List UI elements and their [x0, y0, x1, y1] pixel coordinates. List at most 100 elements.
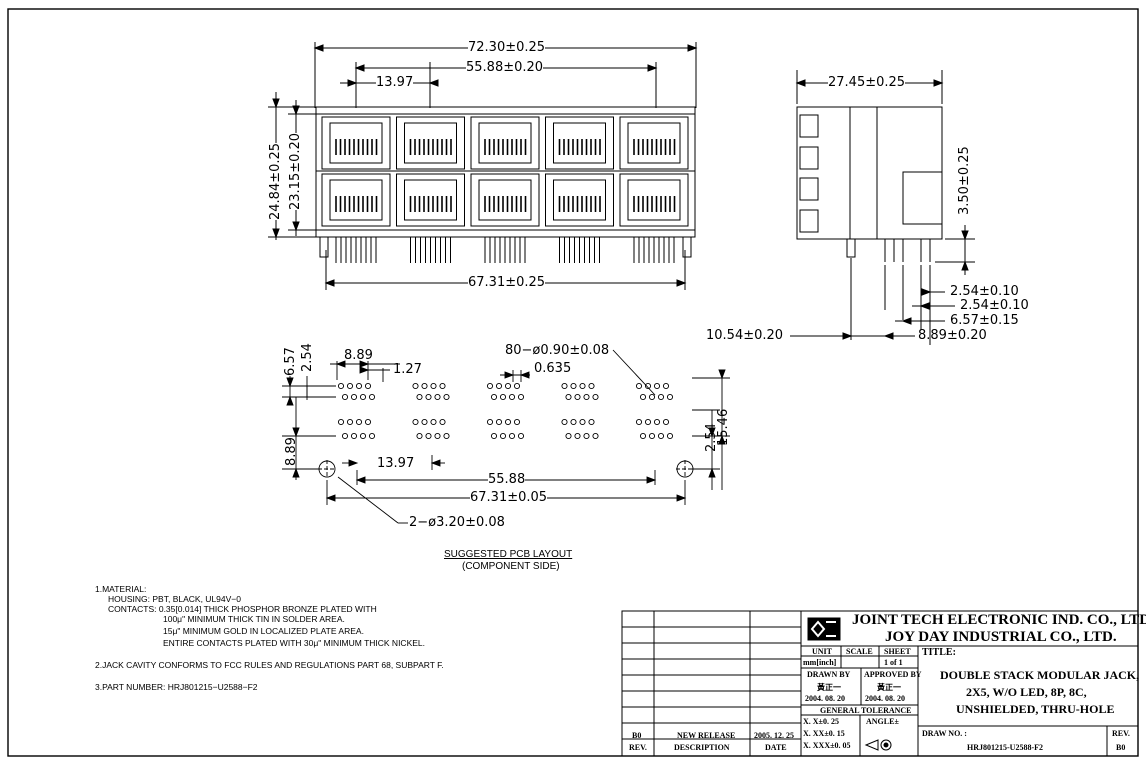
pcb-hole — [490, 432, 498, 440]
pcb-layout-title: SUGGESTED PCB LAYOUT — [444, 549, 573, 560]
pcb-hole — [513, 418, 521, 426]
pcb-hole — [430, 382, 437, 390]
dim-side-d5: 10.54±0.20 — [706, 328, 784, 343]
dim-pitch-span: 55.88±0.20 — [466, 60, 544, 75]
approved-date: 2004. 08. 20 — [865, 694, 905, 703]
pcb-hole — [443, 432, 450, 440]
title-label: TITLE: — [922, 647, 956, 658]
pcb-hole — [561, 382, 568, 390]
rev-code: B0 — [632, 731, 642, 740]
dim-height-body: 23.15±0.20 — [288, 132, 303, 210]
pcb-hole — [635, 418, 643, 426]
pcb-hole — [635, 382, 643, 390]
pcb-dim-1546: 15.46 — [716, 408, 731, 446]
tolerance-3: X. XXX±0. 05 — [803, 741, 851, 750]
pcb-hole — [425, 393, 432, 401]
dim-pin-span: 67.31±0.25 — [468, 275, 546, 290]
jack-cavity — [627, 179, 681, 221]
pcb-hole — [421, 418, 428, 426]
pcb-hole — [430, 418, 437, 426]
pcb-dim-6731: 67.31±0.05 — [470, 490, 548, 505]
pcb-hole — [359, 393, 367, 401]
pcb-hole — [648, 393, 656, 401]
pcb-hole — [517, 393, 525, 401]
dim-port-pitch: 13.97 — [376, 75, 414, 90]
pcb-hole — [412, 418, 419, 426]
pcb-hole — [644, 382, 652, 390]
tolerance-2: X. XX±0. 15 — [803, 729, 845, 738]
front-view — [268, 42, 698, 290]
pcb-hole — [504, 382, 512, 390]
pcb-hole — [355, 382, 363, 390]
pcb-hole — [508, 432, 516, 440]
pcb-hole — [425, 432, 432, 440]
pcb-hole — [368, 432, 376, 440]
pcb-hole — [570, 382, 577, 390]
description-header: DESCRIPTION — [674, 743, 730, 752]
jack-port — [545, 173, 614, 227]
pcb-hole — [364, 418, 372, 426]
dim-side-d2: 2.54±0.10 — [960, 298, 1029, 313]
jack-port — [396, 173, 465, 227]
pcb-hole — [517, 432, 525, 440]
pcb-hole — [565, 432, 572, 440]
pcb-hole — [350, 432, 358, 440]
rev-date: 2005. 12. 25 — [754, 731, 794, 740]
drawn-by-label: DRAWN BY — [807, 670, 851, 679]
jack-port — [470, 116, 540, 170]
mount-post — [682, 236, 692, 258]
rev-description: NEW RELEASE — [677, 731, 736, 740]
title-block — [621, 610, 1139, 757]
pcb-dim-254a: 2.54 — [300, 343, 315, 372]
note-housing: HOUSING: PBT, BLACK, UL94V−0 — [108, 594, 241, 604]
unit-label: UNIT — [812, 647, 833, 656]
jack-cavity — [478, 179, 532, 221]
pcb-hole — [657, 393, 665, 401]
pcb-hole — [653, 382, 661, 390]
note-tin: 100μ" MINIMUM THICK TIN IN SOLDER AREA. — [163, 614, 345, 624]
tolerance-1: X. X±0. 25 — [803, 717, 839, 726]
pcb-holes-label: 80−ø0.90±0.08 — [505, 343, 610, 358]
pcb-hole — [364, 382, 372, 390]
draw-no-label: DRAW NO. : — [922, 729, 967, 738]
pcb-hole — [416, 432, 423, 440]
jack-cavity — [329, 179, 383, 221]
side-view — [790, 70, 975, 345]
pcb-hole — [490, 393, 498, 401]
pcb-hole — [583, 432, 590, 440]
pcb-hole — [337, 418, 345, 426]
pcb-hole — [495, 382, 503, 390]
drawn-by-name: 黃正一 — [817, 683, 841, 692]
pcb-dim-1397: 13.97 — [377, 456, 415, 471]
pcb-hole — [579, 382, 586, 390]
pcb-dim-5588: 55.88 — [488, 472, 526, 487]
pcb-hole — [588, 382, 595, 390]
pcb-hole — [657, 432, 665, 440]
pcb-hole — [666, 393, 674, 401]
title-line-3: UNSHIELDED, THRU-HOLE — [956, 702, 1115, 716]
dim-overall-width: 72.30±0.25 — [468, 40, 546, 55]
pcb-dim-889v: 8.89 — [284, 437, 299, 466]
pcb-hole — [508, 393, 516, 401]
jack-port — [470, 173, 540, 227]
pcb-hole — [341, 393, 349, 401]
pcb-hole — [486, 418, 494, 426]
pcb-hole — [412, 382, 419, 390]
pcb-hole — [592, 393, 599, 401]
pcb-hole — [662, 382, 670, 390]
rev-label: REV. — [1112, 729, 1130, 738]
angle-label: ANGLE± — [866, 717, 899, 726]
pcb-hole — [416, 393, 423, 401]
company-name-1: JOINT TECH ELECTRONIC IND. CO., LTD. — [852, 612, 1146, 628]
pcb-dim-127: 1.27 — [393, 362, 422, 377]
mount-post — [319, 236, 329, 258]
pcb-dim-0635: 0.635 — [534, 361, 572, 376]
pcb-hole — [499, 432, 507, 440]
pcb-hole — [639, 393, 647, 401]
pcb-hole — [583, 393, 590, 401]
jack-port — [619, 173, 689, 227]
pcb-hole — [662, 418, 670, 426]
pcb-hole — [341, 432, 349, 440]
pcb-hole — [346, 382, 354, 390]
